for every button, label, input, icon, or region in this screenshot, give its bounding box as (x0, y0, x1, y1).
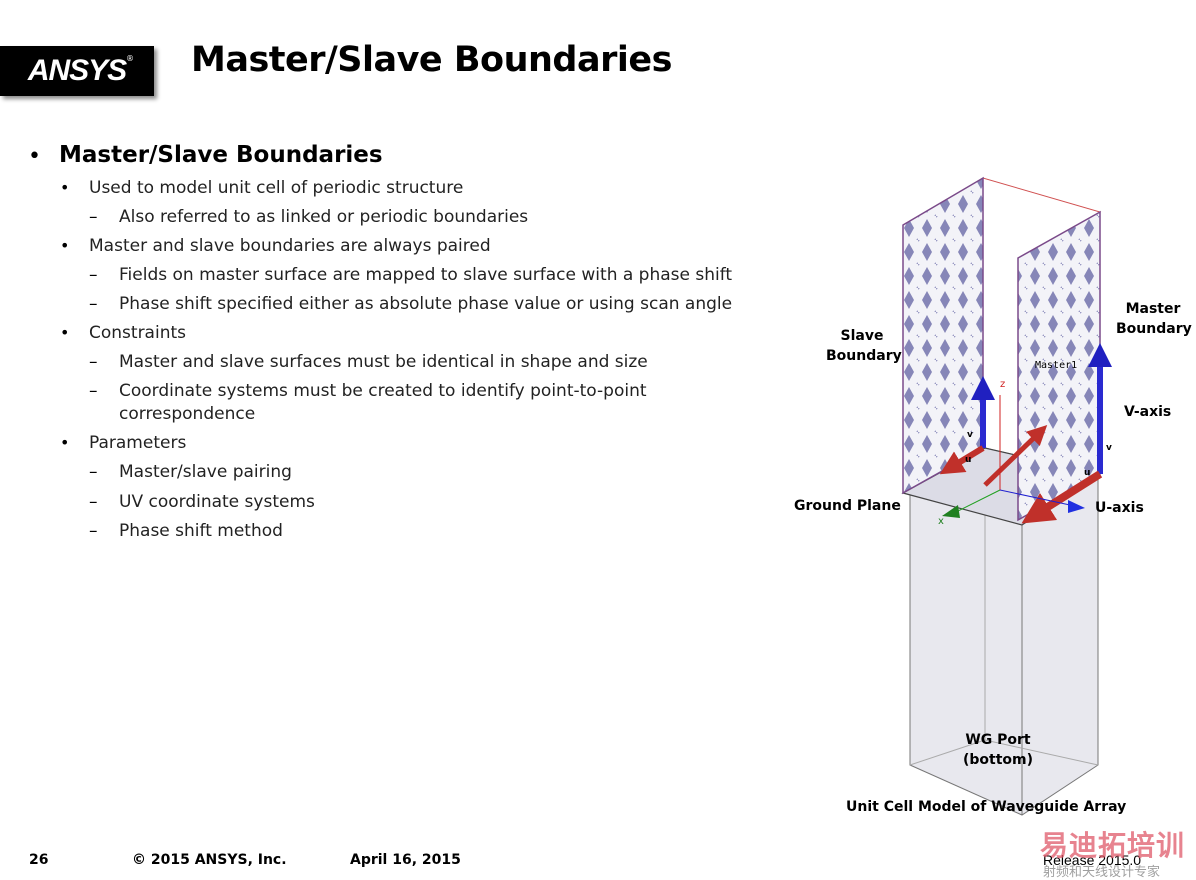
dash-marker: – (89, 521, 98, 541)
x-axis-head (942, 505, 960, 518)
bullet-level3: Coordinate systems must be created to id… (119, 381, 647, 401)
slave-boundary-label: Slave Boundary (826, 326, 902, 366)
bullet-level3: Fields on master surface are mapped to s… (119, 265, 733, 285)
slide-title: Master/Slave Boundaries (191, 40, 672, 80)
watermark-line1: 易迪拓培训 (1040, 829, 1186, 862)
ansys-logo: ANSYS ® (0, 46, 154, 96)
waveguide-hidden-edge (984, 739, 1099, 766)
logo-registered-mark: ® (126, 54, 134, 63)
small-u-label: u (965, 455, 972, 465)
page-number: 26 (29, 852, 49, 868)
logo-text: ANSYS (27, 54, 127, 87)
slave-boundary-panel (902, 176, 984, 495)
bullet-marker: • (60, 433, 70, 452)
z-axis-label: z (1000, 379, 1006, 390)
master1-tag: Master1 (1035, 360, 1078, 371)
small-v-label: v (967, 430, 973, 440)
release-label: Release 2015.0 (1043, 852, 1142, 868)
ground-plane-label: Ground Plane (794, 498, 901, 514)
bullet-level3: UV coordinate systems (119, 492, 315, 512)
x-axis-label: x (938, 516, 944, 527)
wg-port-text: WG Port (bottom) (962, 732, 1034, 768)
bullet-level2: Constraints (89, 323, 186, 343)
bullet-level3: Also referred to as linked or periodic b… (119, 207, 529, 227)
figure-caption: Unit Cell Model of Waveguide Array (846, 799, 1127, 815)
copyright: © 2015 ANSYS, Inc. (132, 852, 287, 868)
master-boundary-label: Master Boundary (1116, 299, 1192, 339)
slave-boundary-text: Slave Boundary (826, 328, 902, 364)
bullet-marker: • (60, 236, 70, 255)
bullet-level3: Phase shift specified either as absolute… (119, 294, 733, 314)
bullet-level2: Master and slave boundaries are always p… (89, 236, 491, 256)
dash-marker: – (89, 462, 98, 482)
bullet-marker: • (60, 178, 70, 197)
dash-marker: – (89, 294, 98, 314)
master-boundary-text: Master Boundary (1116, 301, 1192, 337)
date: April 16, 2015 (350, 852, 461, 868)
bullet-level3: Phase shift method (119, 521, 283, 541)
dash-marker: – (89, 207, 98, 227)
dash-marker: – (89, 352, 98, 372)
small-u-label-2: u (1084, 468, 1091, 478)
y-axis-line (999, 489, 1071, 506)
bullet-level3: Master/slave pairing (119, 462, 292, 482)
waveguide-hidden-edge (909, 739, 986, 766)
dash-marker: – (89, 381, 98, 401)
bullet-marker: • (28, 144, 41, 169)
watermark-line2: 射频和天线设计专家 (1043, 865, 1161, 880)
wg-port-label: WG Port (bottom) (960, 730, 1036, 770)
bullet-level2: Used to model unit cell of periodic stru… (89, 178, 464, 198)
v-axis-label: V-axis (1124, 404, 1172, 420)
diagonal-arrow (983, 425, 1048, 487)
master-u-arrow (1021, 470, 1103, 524)
bullet-level1: Master/Slave Boundaries (59, 142, 383, 168)
u-axis-head (1068, 500, 1085, 513)
bullet-level2: Parameters (89, 433, 187, 453)
dash-marker: – (89, 265, 98, 285)
bullet-marker: • (60, 323, 70, 342)
slave-u-arrow (939, 445, 985, 475)
bullet-continuation: correspondence (119, 404, 256, 424)
bullet-level3: Master and slave surfaces must be identi… (119, 352, 648, 372)
dash-marker: – (89, 492, 98, 512)
small-v-label-2: v (1106, 443, 1112, 453)
u-axis-label: U-axis (1095, 500, 1144, 516)
